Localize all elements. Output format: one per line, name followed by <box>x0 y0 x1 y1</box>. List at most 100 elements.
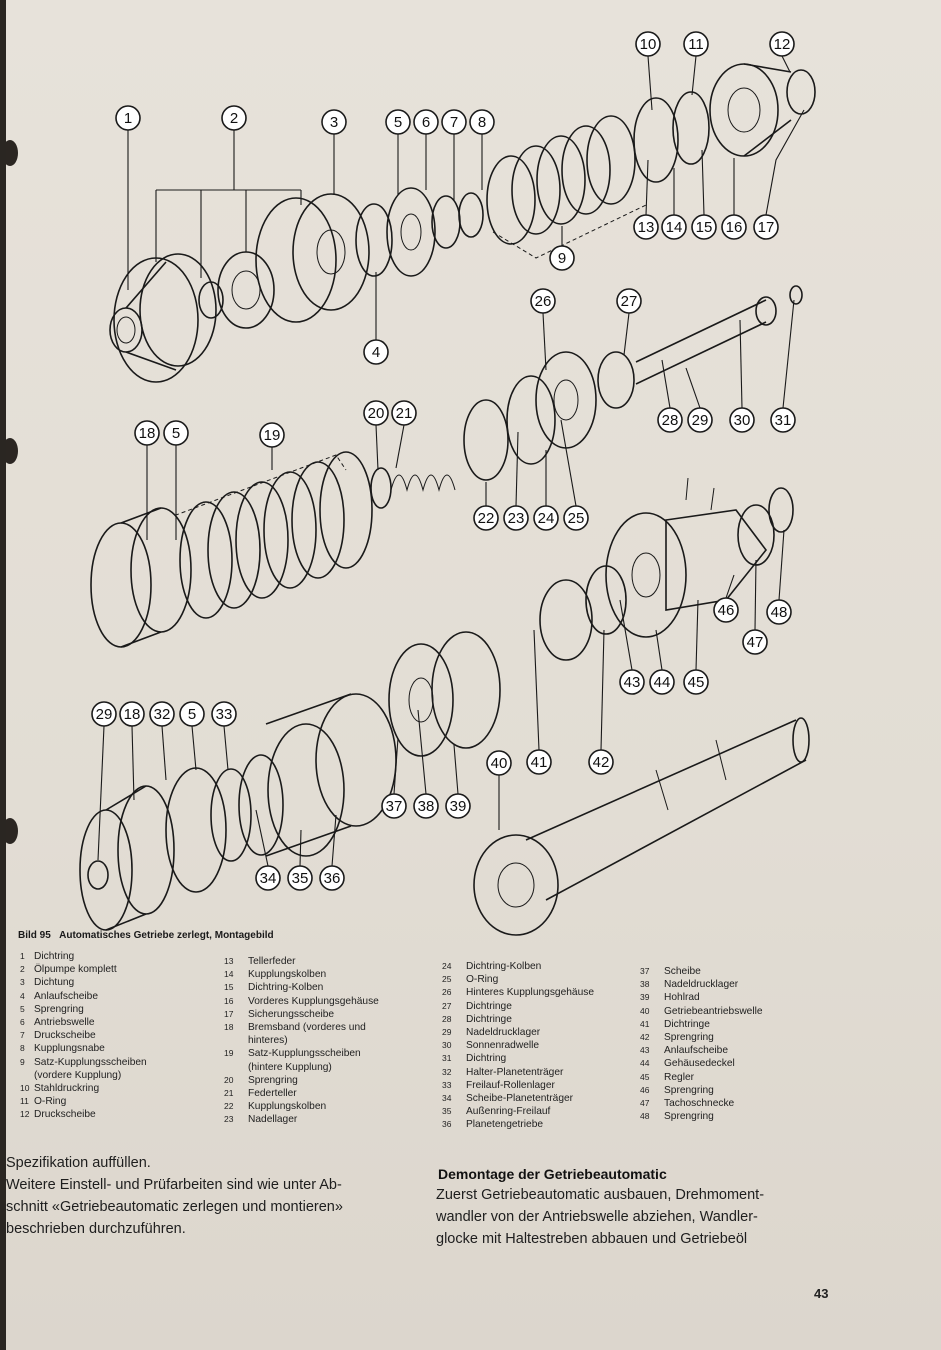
callout-5-third: 5 <box>179 701 205 727</box>
svg-text:31: 31 <box>775 412 792 429</box>
svg-text:23: 23 <box>508 510 525 527</box>
svg-text:47: 47 <box>747 634 764 651</box>
callout-11: 11 <box>683 31 709 57</box>
callout-14: 14 <box>661 214 687 240</box>
svg-text:12: 12 <box>774 36 791 53</box>
callout-34: 34 <box>255 865 281 891</box>
callout-9: 9 <box>549 245 575 271</box>
callout-27: 27 <box>616 288 642 314</box>
svg-text:5: 5 <box>172 425 180 442</box>
svg-text:46: 46 <box>718 602 735 619</box>
callout-8: 8 <box>469 109 495 135</box>
svg-text:21: 21 <box>396 405 413 422</box>
callout-48: 48 <box>766 599 792 625</box>
callout-20: 20 <box>363 400 389 426</box>
svg-text:17: 17 <box>758 219 775 236</box>
svg-text:6: 6 <box>422 114 430 131</box>
callout-18: 18 <box>134 420 160 446</box>
callout-37: 37 <box>381 793 407 819</box>
callout-3: 3 <box>321 109 347 135</box>
svg-text:26: 26 <box>535 293 552 310</box>
svg-text:5: 5 <box>394 114 402 131</box>
lower-right-assembly-drawing <box>539 477 794 661</box>
svg-text:29: 29 <box>96 706 113 723</box>
callout-17: 17 <box>753 214 779 240</box>
callout-26: 26 <box>530 288 556 314</box>
callout-33: 33 <box>211 701 237 727</box>
svg-text:36: 36 <box>324 870 341 887</box>
callout-32: 32 <box>149 701 175 727</box>
svg-text:11: 11 <box>688 36 704 53</box>
callout-42: 42 <box>588 749 614 775</box>
callout-41: 41 <box>526 749 552 775</box>
binder-hole-bottom <box>6 818 18 844</box>
right-text-line: wandler von der Antriebswelle abziehen, … <box>436 1209 758 1225</box>
svg-text:1: 1 <box>124 110 132 127</box>
callout-28: 28 <box>657 407 683 433</box>
svg-text:10: 10 <box>640 36 657 53</box>
middle-assembly-drawing <box>90 285 803 648</box>
svg-text:4: 4 <box>372 344 380 361</box>
binder-hole-top <box>6 140 18 166</box>
callout-29: 29 <box>687 407 713 433</box>
left-text-line: Spezifikation auffüllen. <box>6 1155 151 1171</box>
callout-30: 30 <box>729 407 755 433</box>
svg-text:22: 22 <box>478 510 495 527</box>
svg-text:14: 14 <box>666 219 683 236</box>
svg-text:48: 48 <box>771 604 788 621</box>
callout-39: 39 <box>445 793 471 819</box>
left-text-line: Weitere Einstell- und Prüfarbeiten sind … <box>6 1177 342 1193</box>
callout-40: 40 <box>486 750 512 776</box>
callout-22: 22 <box>473 505 499 531</box>
svg-text:9: 9 <box>558 250 566 267</box>
svg-text:43: 43 <box>624 674 641 691</box>
caption-label: Bild 95 <box>18 930 51 941</box>
callout-23: 23 <box>503 505 529 531</box>
callout-45: 45 <box>683 669 709 695</box>
svg-text:15: 15 <box>696 219 713 236</box>
callout-38: 38 <box>413 793 439 819</box>
output-shaft-drawing <box>473 717 810 936</box>
caption-text: Automatisches Getriebe zerlegt, Montageb… <box>59 930 274 941</box>
legend-item: hinteres) <box>248 1035 288 1047</box>
callout-16: 16 <box>721 214 747 240</box>
callout-36: 36 <box>319 865 345 891</box>
document-page: 1 2 3 4 5 6 7 8 9 10 11 12 13 14 15 16 1… <box>6 0 941 1350</box>
figure-caption: Bild 95 Automatisches Getriebe zerlegt, … <box>18 930 274 941</box>
callout-46: 46 <box>713 597 739 623</box>
svg-text:20: 20 <box>368 405 385 422</box>
svg-text:5: 5 <box>188 706 196 723</box>
callout-5: 5 <box>385 109 411 135</box>
section-title: Demontage der Getriebeautomatic <box>438 1166 667 1182</box>
